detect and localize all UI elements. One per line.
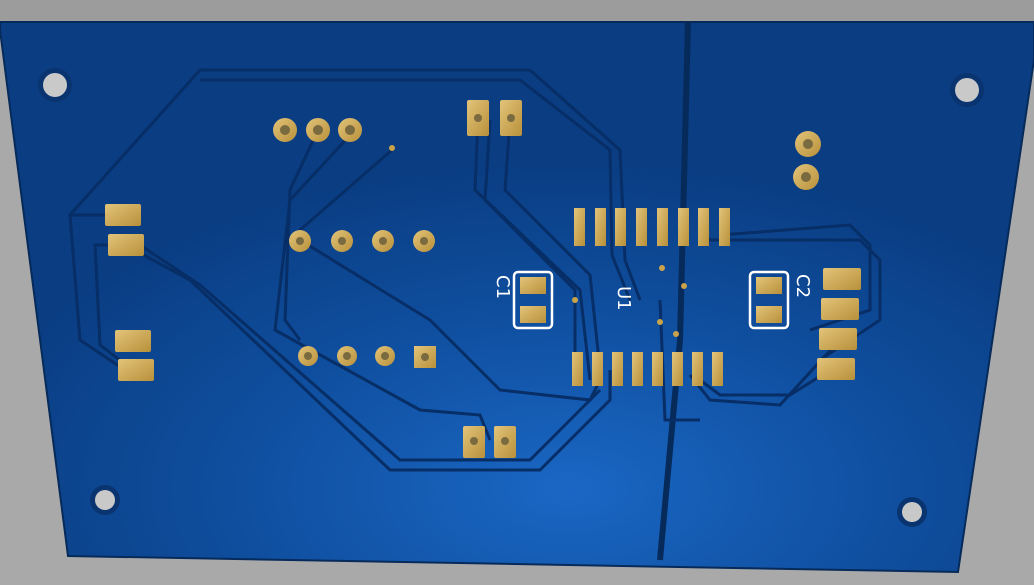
c2-footprint — [748, 270, 790, 330]
u1-ic-pads — [572, 208, 730, 386]
mounting-holes — [38, 68, 984, 527]
silkscreen-c1: C1 — [492, 275, 513, 299]
silkscreen-u1: U1 — [613, 286, 634, 311]
silkscreen-c2: C2 — [792, 274, 813, 298]
copper-traces — [68, 68, 882, 472]
pcb-board — [0, 21, 1034, 574]
copper-split-line — [657, 21, 691, 561]
smd-pads-right — [817, 268, 861, 380]
vias — [389, 145, 687, 337]
smd-pads-left — [105, 204, 154, 381]
through-hole-pads — [273, 100, 821, 458]
c1-footprint — [512, 270, 554, 330]
background — [0, 0, 1034, 22]
